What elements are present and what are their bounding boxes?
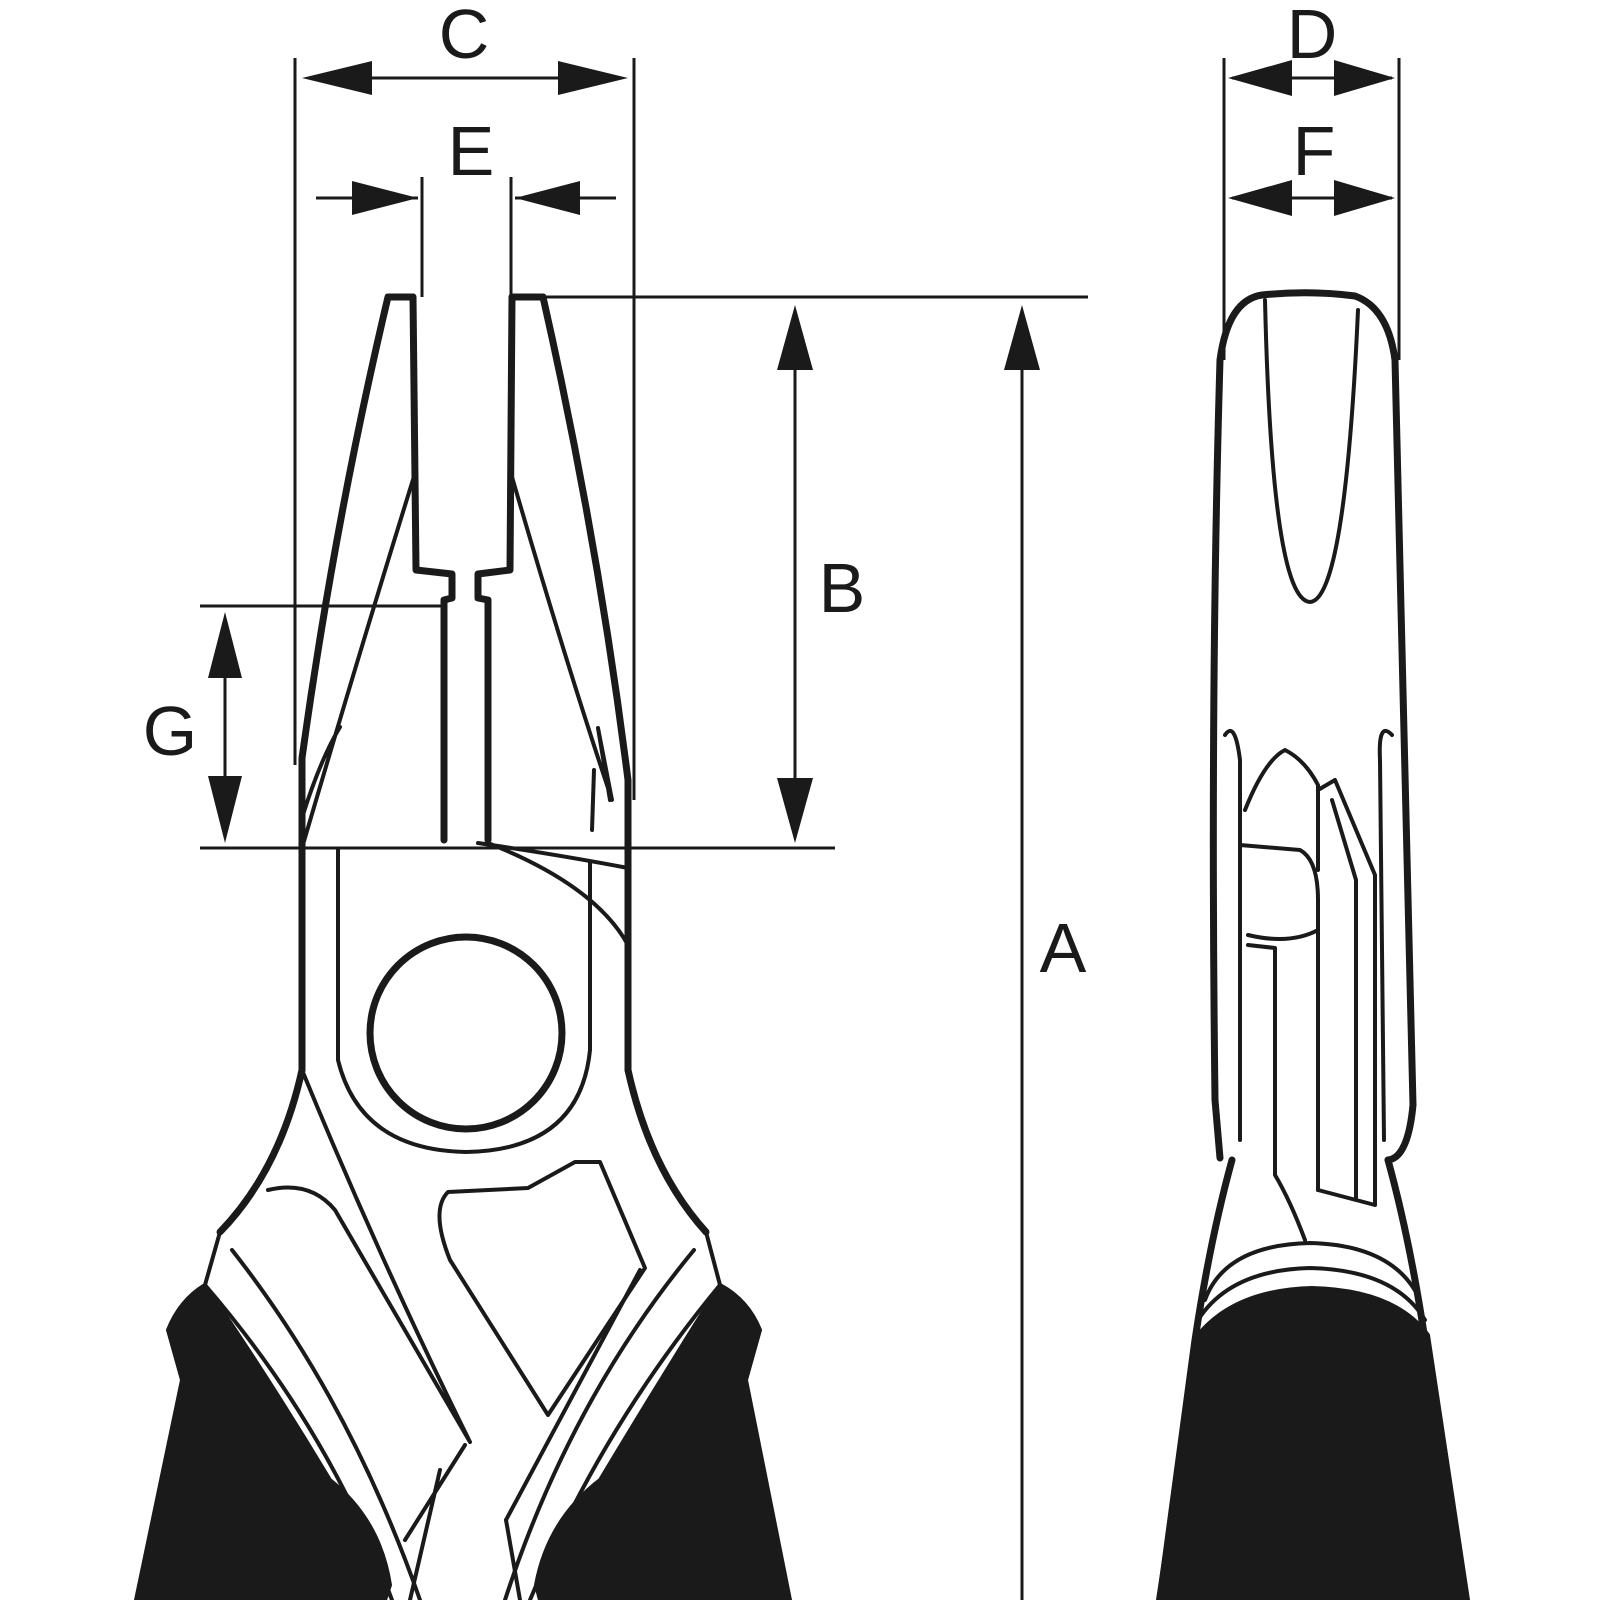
right-tip-outline (508, 293, 632, 1074)
dimension-f-arrow-right (1334, 180, 1395, 216)
handle-crossing (403, 1443, 522, 1600)
side-head-outline (1209, 289, 1417, 1164)
plier-side-view (1156, 289, 1470, 1600)
side-edge-right (1377, 728, 1394, 1142)
side-head-groove (1263, 298, 1360, 604)
dimension-g-arrow-bottom (208, 776, 242, 843)
left-handle-inner (266, 1068, 472, 1444)
left-jaw-inner-face (300, 468, 418, 850)
dimension-e-arrow-right (515, 181, 580, 215)
pivot-boss-outline (336, 848, 592, 1154)
left-tip-outline (298, 293, 417, 1074)
label-f: F (1293, 112, 1336, 190)
label-c: C (439, 0, 490, 73)
jaw-channel-left (409, 293, 456, 844)
dimension-d-arrow-right (1334, 60, 1395, 96)
plier-front-view (134, 293, 792, 1600)
dimension-lines (200, 58, 1401, 1600)
dimension-g-arrow-top (208, 612, 242, 678)
dimension-e-arrow-left (352, 181, 418, 215)
label-d: D (1287, 0, 1338, 73)
side-pivot-detail (1238, 748, 1320, 1242)
dimension-d-arrow-left (1228, 60, 1292, 96)
left-handle-grip (134, 1283, 392, 1600)
jaw-channel-right (474, 293, 516, 844)
label-g: G (143, 692, 197, 770)
label-e: E (448, 112, 495, 190)
right-handle-inner (504, 1268, 642, 1522)
right-jaw-inner-face (508, 468, 614, 832)
dimension-labels: C E D F B A G (143, 0, 1338, 987)
label-b: B (819, 549, 866, 627)
handle-window (437, 1160, 647, 1417)
label-a: A (1040, 909, 1087, 987)
dimension-b-arrow-top (777, 305, 813, 370)
side-edge-left (1223, 728, 1242, 1142)
side-grip-collar (1196, 1241, 1427, 1322)
right-handle-outline (624, 1066, 710, 1236)
right-handle-grip (534, 1283, 792, 1600)
dimension-c-arrow-right (558, 61, 628, 95)
side-lever-detail (1316, 778, 1377, 1207)
cutter-edge (476, 841, 630, 947)
pivot-hole (366, 933, 566, 1133)
dimension-f-arrow-left (1228, 180, 1292, 216)
side-handle-grip (1156, 1286, 1470, 1600)
dimension-a-arrow-top (1004, 305, 1040, 370)
left-handle-outline (216, 1066, 306, 1236)
dimension-b-arrow-bottom (777, 778, 813, 843)
dimension-c-arrow-left (302, 61, 372, 95)
